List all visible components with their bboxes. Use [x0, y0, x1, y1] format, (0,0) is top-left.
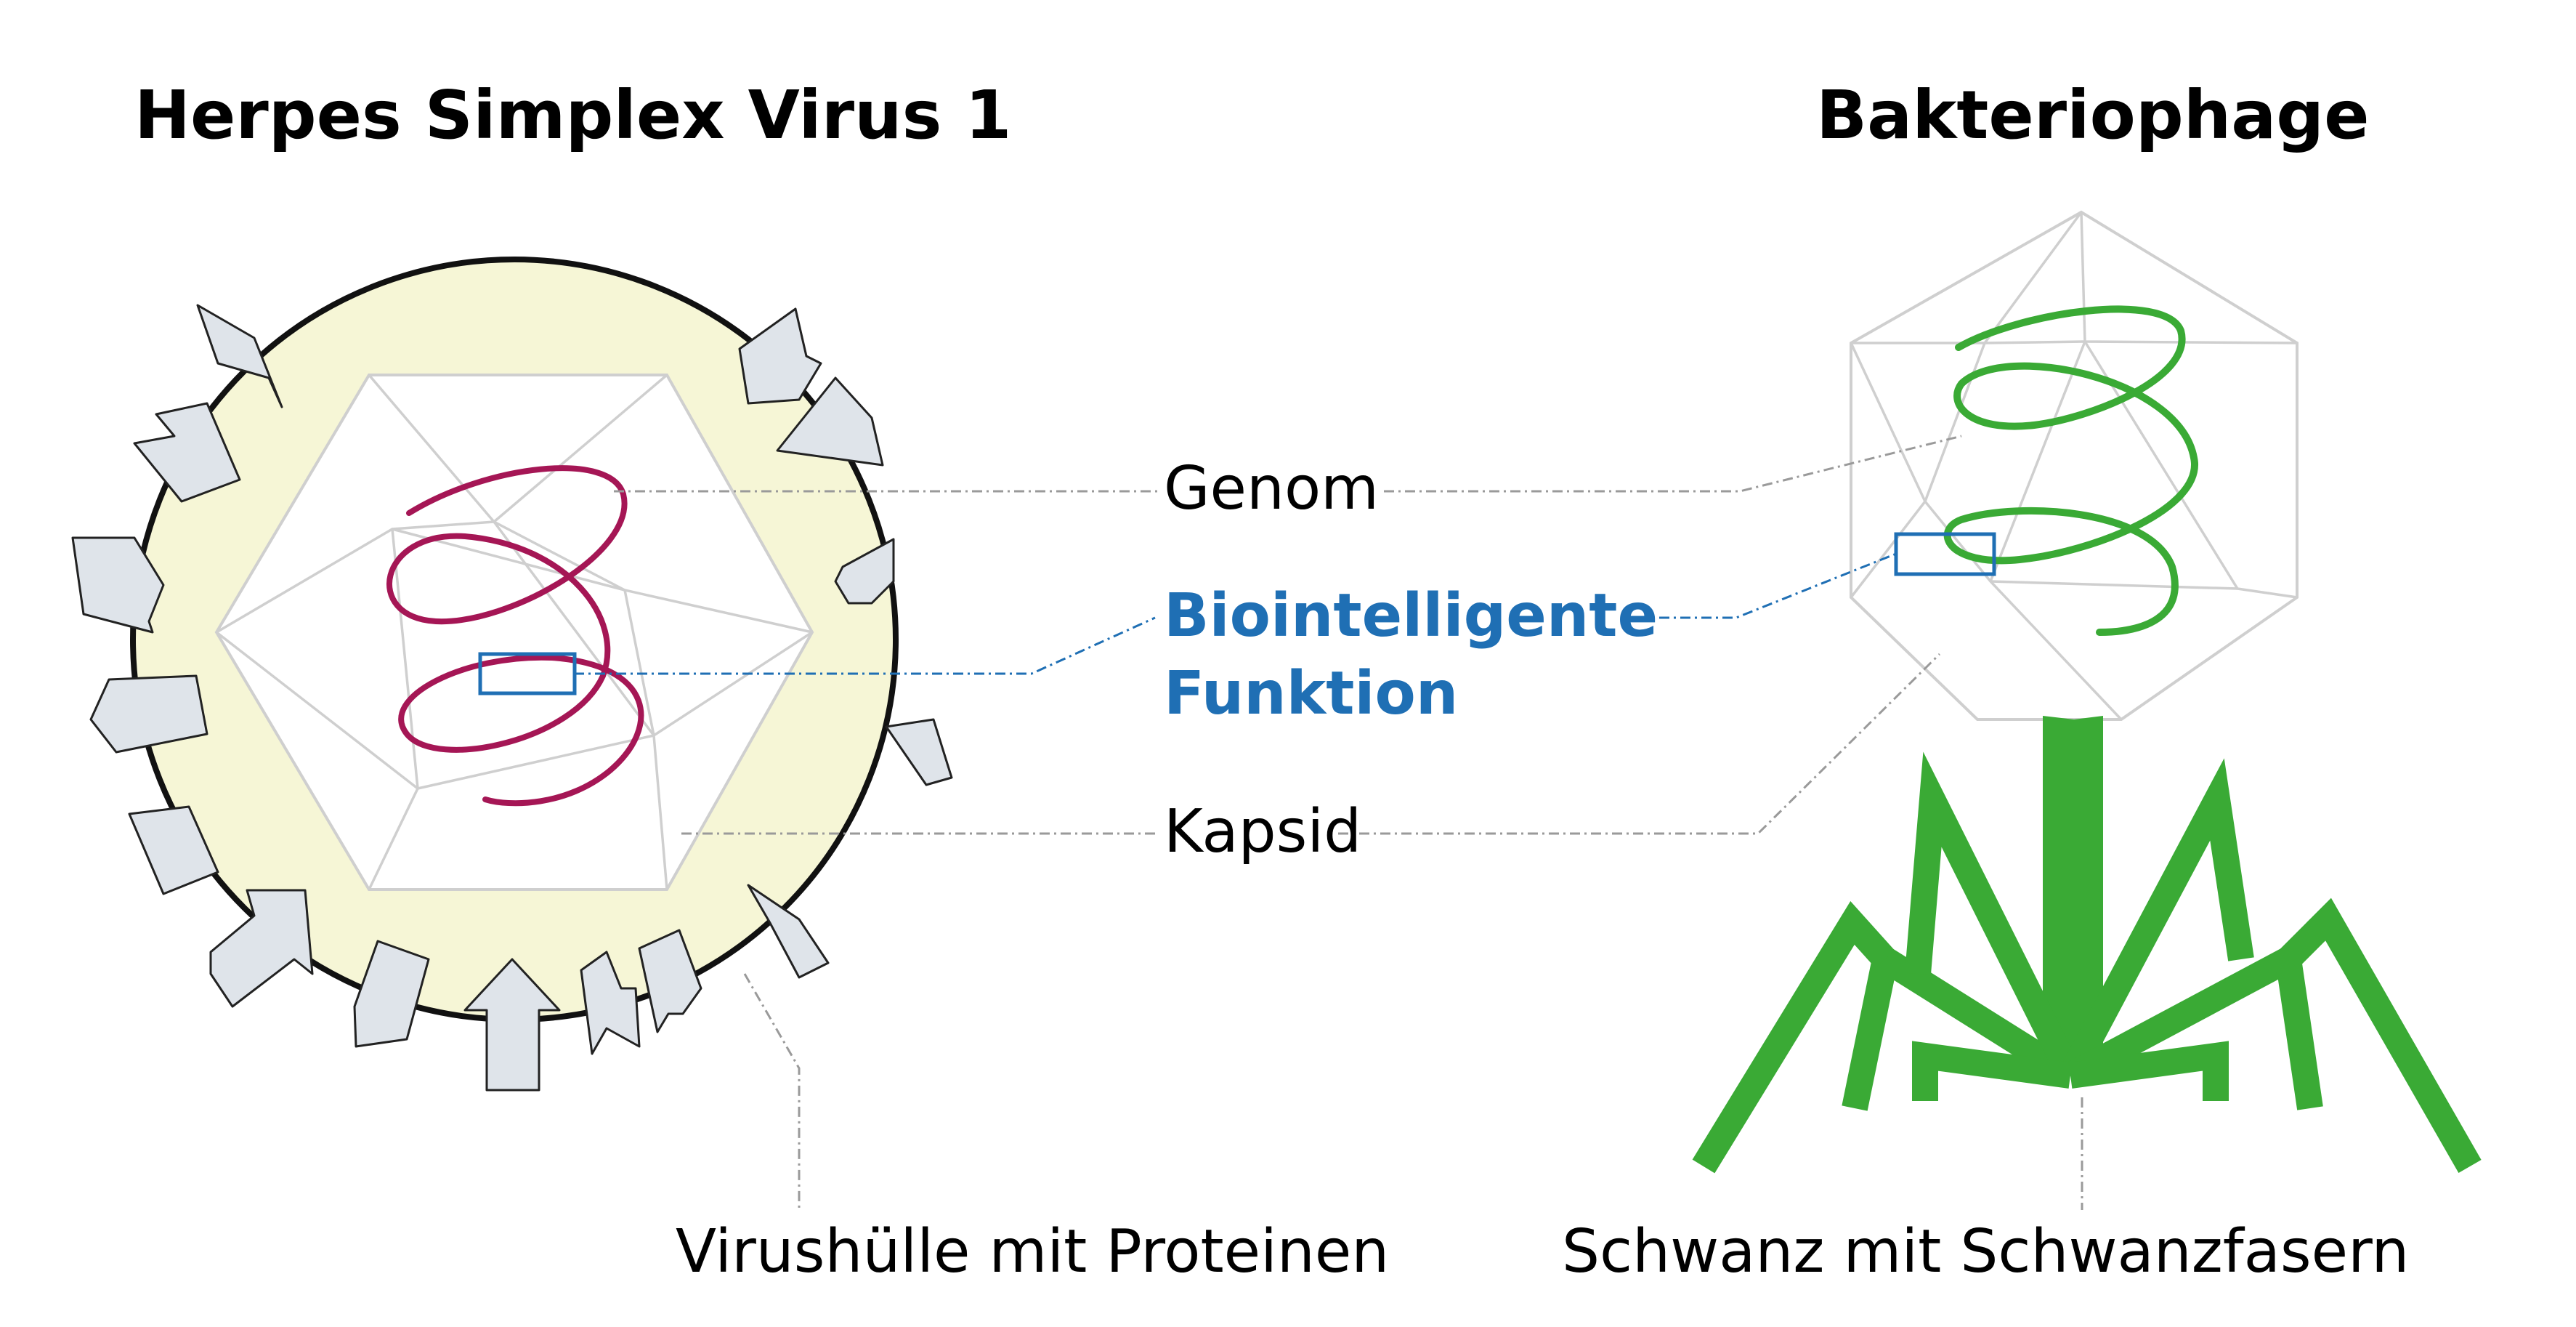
function-leader-right [1638, 552, 1897, 619]
label-function-line1: Biointelligente [1164, 581, 1658, 650]
surface-protein [353, 940, 430, 1048]
surface-protein [738, 307, 822, 405]
envelope-proteins [71, 304, 953, 1092]
surface-protein [196, 304, 283, 408]
surface-protein [89, 674, 208, 754]
label-genome: Genom [1164, 454, 1379, 523]
hsv-capsid [214, 374, 814, 891]
surface-protein [885, 718, 953, 786]
herpes-virus-illustration [71, 257, 953, 1092]
phage-tail [2043, 716, 2103, 1068]
capsid-leader-right [1338, 653, 1941, 835]
label-function-line2: Funktion [1164, 659, 1458, 728]
surface-protein [209, 889, 314, 1008]
surface-protein [128, 805, 219, 895]
surface-protein [747, 884, 830, 979]
surface-protein [834, 538, 895, 605]
phage-tail-fibers [1692, 751, 2482, 1174]
surface-protein [580, 951, 641, 1055]
hsv-genome-spiral [386, 465, 644, 807]
envelope-leader [743, 973, 801, 1210]
phage-function-marker [1894, 532, 1996, 576]
title-bakteriophage: Bakteriophage [1816, 76, 2370, 154]
label-capsid: Kapsid [1164, 797, 1361, 866]
phage-head-capsid [1850, 210, 2298, 721]
title-herpes-simplex-virus: Herpes Simplex Virus 1 [134, 76, 1011, 154]
phage-genome-spiral [1943, 305, 2198, 636]
surface-protein [638, 929, 702, 1033]
surface-protein [776, 376, 884, 467]
bacteriophage-illustration [1692, 210, 2482, 1174]
surface-protein [463, 958, 561, 1092]
surface-protein [133, 402, 241, 503]
genome-leader-right [1384, 435, 1962, 493]
label-envelope: Virushülle mit Proteinen [676, 1217, 1389, 1286]
function-leader-left [574, 616, 1156, 675]
leader-lines [574, 435, 2083, 1210]
surface-protein [71, 536, 165, 634]
label-tail: Schwanz mit Schwanzfasern [1562, 1217, 2409, 1286]
